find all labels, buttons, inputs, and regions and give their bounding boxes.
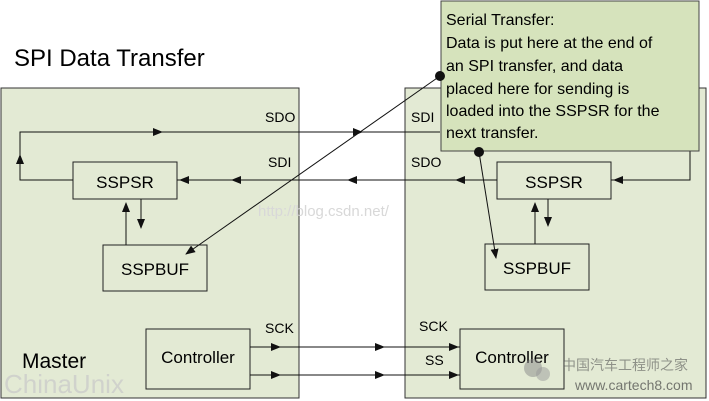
slave-pin-ss: SS [425,352,444,368]
master-sspsr-box [72,161,178,200]
master-controller-label: Controller [161,348,235,367]
master-sspbuf-label: SSPBUF [121,260,189,279]
callout-text: Serial Transfer: Data is put here at the… [446,12,660,142]
watermark-cartech-cn: 中国汽车工程师之家 [562,357,688,373]
callout-line: next transfer. [446,125,539,142]
master-controller-box [145,328,251,390]
watermark-blog: http://blog.csdn.net/ [258,203,390,220]
pointer-to-master-sspbuf [185,75,441,255]
callout-line: placed here for sending is [446,81,629,98]
slave-sspsr-label: SSPSR [525,173,583,192]
slave-sspbuf-box [484,243,590,291]
watermark-chinaunix: ChinaUnix [4,369,124,399]
slave-sspbuf-label: SSPBUF [503,259,571,278]
master-sspsr-label: SSPSR [96,173,154,192]
pointer-to-slave-sspbuf [478,151,499,259]
master-pin-sck: SCK [265,320,294,336]
slave-pin-sck: SCK [419,318,448,334]
master-label: Master [22,350,86,373]
callout-line: an SPI transfer, and data [446,58,623,75]
diagram-title: SPI Data Transfer [14,45,205,72]
slave-pin-sdo: SDO [411,154,441,170]
callout-box [440,0,700,152]
watermark-cartech-url: www.cartech8.com [574,377,692,393]
slave-pin-sdi: SDI [411,109,434,125]
callout-line: loaded into the SSPSR for the [446,103,660,120]
callout-line: Data is put here at the end of [446,35,653,52]
wechat-logo-icon [524,359,550,381]
master-pin-sdi: SDI [268,154,291,170]
callout-line: Serial Transfer: [446,12,554,29]
master-pin-sdo: SDO [265,109,295,125]
